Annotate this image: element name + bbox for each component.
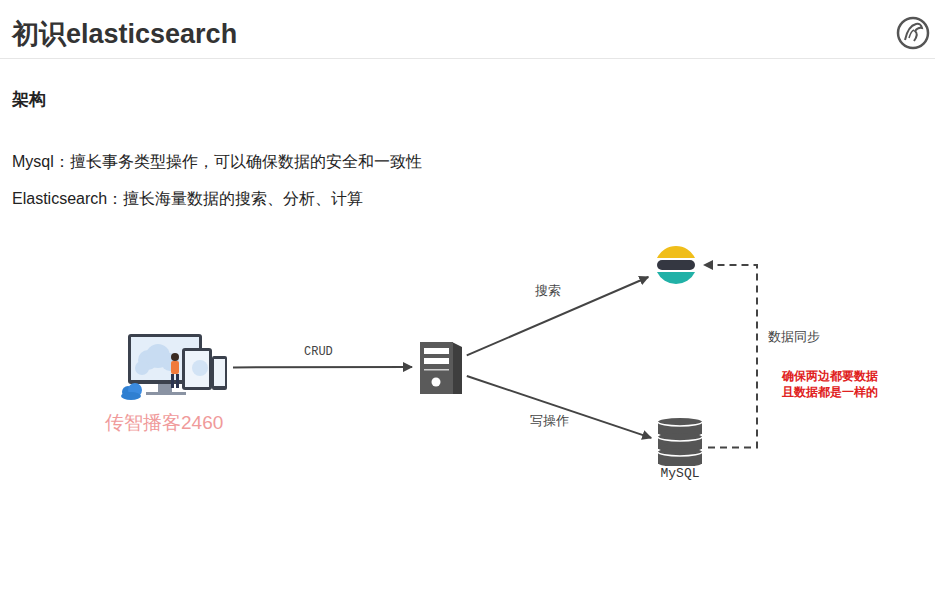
edge-label: 搜索 — [533, 282, 563, 300]
server-icon — [416, 338, 464, 396]
section-heading: 架构 — [12, 88, 46, 111]
logo-icon — [898, 18, 928, 48]
body-text: Mysql：擅长事务类型操作，可以确保数据的安全和一致性 — [12, 152, 422, 173]
server-illustration — [416, 338, 464, 396]
flow-arrow — [233, 366, 412, 368]
es-illustration — [652, 240, 700, 290]
mysql-database: MySQL — [655, 414, 705, 481]
note-text: 确保两边都要数据 且数据都是一样的 — [780, 368, 880, 400]
sync-connector — [704, 265, 757, 448]
db-illustration — [655, 414, 705, 466]
edge-label: 写操作 — [528, 412, 571, 430]
elasticsearch-logo — [652, 240, 700, 290]
edge-label: 数据同步 — [766, 328, 822, 346]
flow-arrow — [467, 277, 649, 355]
header-rule — [0, 58, 935, 59]
body-text: Elasticsearch：擅长海量数据的搜索、分析、计算 — [12, 189, 363, 210]
node-label: MySQL — [655, 466, 705, 481]
flow-arrow — [467, 376, 651, 438]
watermark: 传智播客2460 — [105, 410, 223, 436]
client-devices — [120, 330, 230, 405]
slide-title: 初识elasticsearch — [12, 16, 237, 52]
client-illustration — [120, 330, 230, 405]
edge-label: CRUD — [302, 345, 335, 359]
